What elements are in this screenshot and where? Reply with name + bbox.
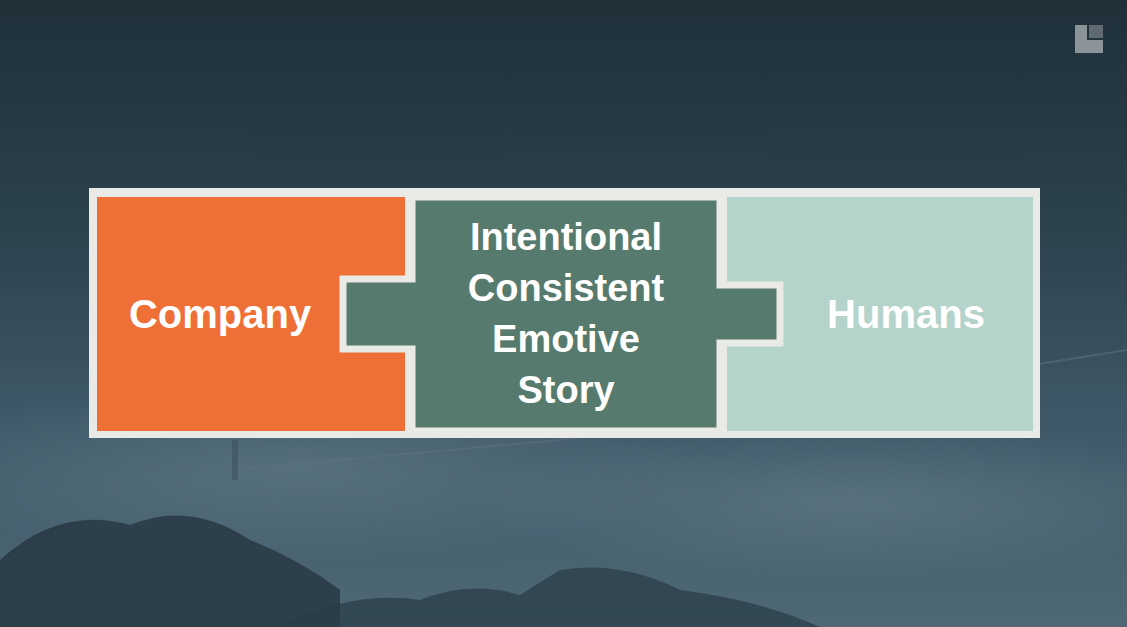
fog-bank [470,420,1127,580]
piece-label: Company [129,289,311,339]
bridge-tower [232,440,238,480]
story-piece: Intentional Consistent Emotive Story [337,188,787,438]
logo-mark [1089,25,1103,38]
hill-silhouette [280,568,820,627]
logo-mark [1075,25,1103,53]
text-holder: Intentional Consistent Emotive Story [412,197,720,431]
piece-label: Intentional Consistent Emotive Story [468,212,664,416]
frame-border [89,188,1040,438]
hill-silhouette [0,515,340,627]
piece-label: Humans [827,289,985,339]
puzzle-shape [343,197,780,431]
